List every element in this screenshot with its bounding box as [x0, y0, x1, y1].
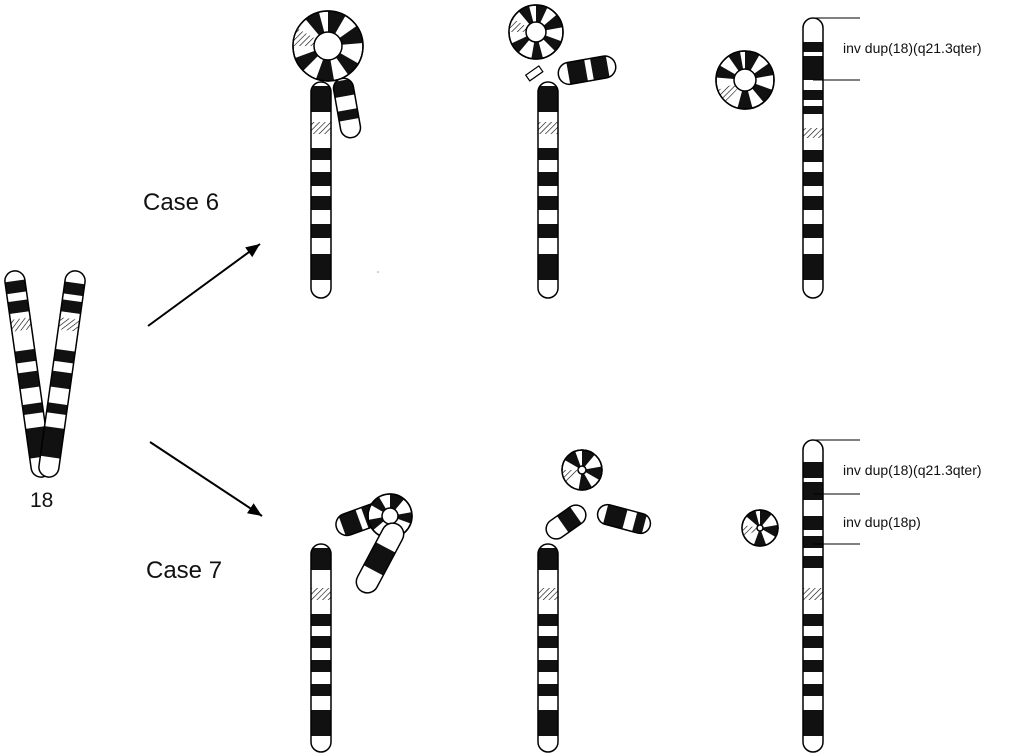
- arrow-to-case-7: [149, 441, 263, 517]
- case-7-derivative-q-label: inv dup(18)(q21.3qter): [843, 462, 982, 478]
- case6-stage1-chromosome: [310, 81, 332, 299]
- chromosome-number-label: 18: [30, 489, 54, 512]
- case7-stage3-ring: [741, 509, 779, 547]
- case-7-label: Case 7: [146, 557, 223, 584]
- normal-chr18-right-chromatid: [38, 270, 86, 478]
- case-6-derivative-label: inv dup(18)(q21.3qter): [843, 40, 982, 56]
- case6-stage2-fragment: [524, 65, 544, 82]
- case7-derivative-bracket-q: [813, 439, 860, 495]
- case-6-label: Case 6: [143, 189, 220, 216]
- case7-stage1-chromosome: [310, 543, 332, 753]
- case6-stage2-bent-arm: [557, 54, 617, 86]
- case6-derivative-bracket: [813, 17, 860, 81]
- case6-derivative-chromosome: [802, 17, 824, 299]
- case6-stage2-chromosome: [537, 81, 559, 299]
- case6-stage1-ring: [292, 10, 364, 82]
- case7-stage1-diagonal-arm: [355, 522, 405, 594]
- case6-stage1-folded-arm: [331, 77, 362, 139]
- arrow-to-case-6: [147, 243, 261, 327]
- case7-stage2-chromosome: [537, 543, 559, 753]
- case7-stage2-left-arm: [545, 504, 587, 540]
- case7-derivative-chromosome: [802, 439, 824, 753]
- case6-stage3-ring: [715, 50, 775, 110]
- case7-stage2-ring: [561, 449, 603, 491]
- case7-stage2-right-arm: [596, 503, 652, 536]
- case6-stage2-ring: [508, 4, 564, 60]
- speck: [377, 271, 379, 273]
- case-7-derivative-p-label: inv dup(18p): [843, 514, 921, 530]
